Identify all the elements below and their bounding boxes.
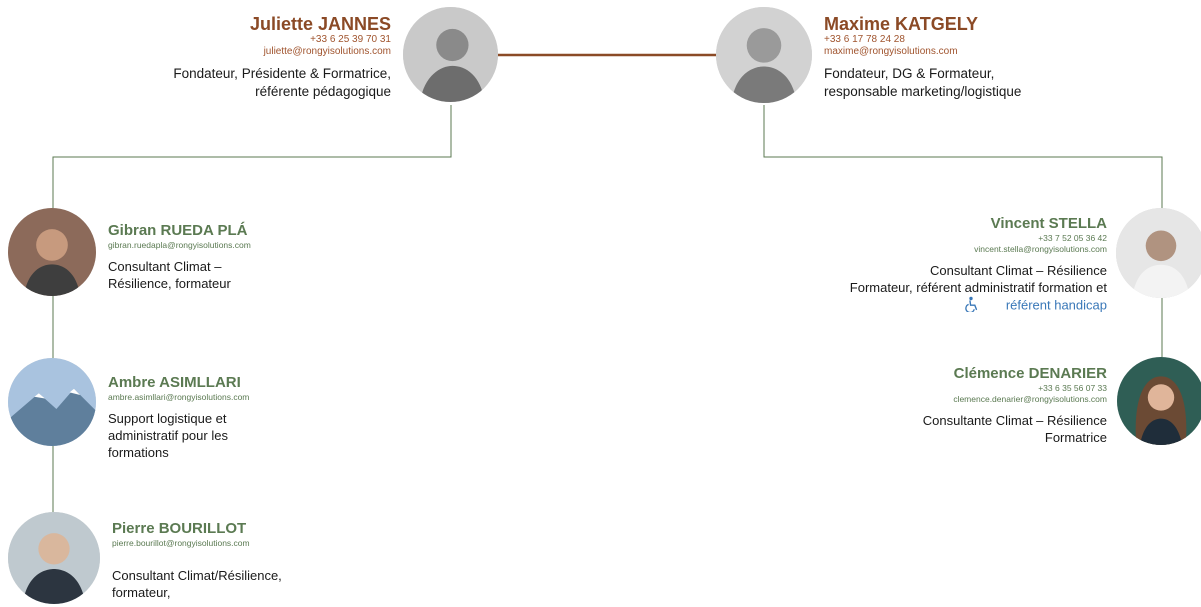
team-role: Consultant Climat – Résilience Formateur… (850, 262, 1107, 316)
team-email[interactable]: clemence.denarier@rongyisolutions.com (953, 394, 1107, 404)
handicap-role-text: référent handicap (1005, 297, 1107, 313)
founder-phone: +33 6 25 39 70 31 (310, 34, 391, 45)
founder-role: Fondateur, Présidente & Formatrice, réfé… (173, 66, 391, 99)
team-role: Consultant Climat – Résilience, formateu… (108, 259, 231, 291)
avatar-vincent (1116, 208, 1201, 298)
avatar-clemence (1117, 357, 1201, 445)
avatar-maxime (716, 7, 812, 103)
avatar-gibran (8, 208, 96, 296)
team-card-clemence: Clémence DENARIER +33 6 35 56 07 33 clem… (923, 365, 1107, 446)
team-role: Consultante Climat – Résilience Formatri… (922, 413, 1107, 445)
team-phone: +33 6 35 56 07 33 (1038, 383, 1107, 393)
wheelchair-icon (964, 296, 980, 316)
team-card-gibran: Gibran RUEDA PLÁ gibran.ruedapla@rongyis… (108, 222, 251, 292)
team-name: Ambre ASIMLLARI (108, 374, 241, 391)
team-email[interactable]: ambre.asimllari@rongyisolutions.com (108, 392, 250, 402)
founder-name: Juliette JANNES (249, 14, 391, 34)
team-email[interactable]: pierre.bourillot@rongyisolutions.com (112, 538, 250, 548)
founder-phone: +33 6 17 78 24 28 (824, 34, 905, 45)
founder-email[interactable]: juliette@rongyisolutions.com (263, 46, 391, 57)
team-phone: +33 7 52 05 36 42 (1038, 233, 1107, 243)
avatar-pierre (8, 512, 100, 604)
team-card-ambre: Ambre ASIMLLARI ambre.asimllari@rongyiso… (108, 374, 249, 461)
founder-card-juliette: Juliette JANNES +33 6 25 39 70 31 juliet… (173, 14, 391, 101)
avatar-ambre (8, 358, 96, 446)
team-name: Pierre BOURILLOT (112, 520, 247, 537)
team-role: Support logistique et administratif pour… (108, 411, 228, 460)
team-name: Vincent STELLA (990, 215, 1107, 232)
team-card-vincent: Vincent STELLA +33 7 52 05 36 42 vincent… (850, 215, 1107, 316)
avatar-juliette (403, 7, 498, 102)
team-name: Gibran RUEDA PLÁ (108, 222, 248, 239)
founder-email[interactable]: maxime@rongyisolutions.com (824, 46, 958, 57)
team-card-pierre: Pierre BOURILLOT pierre.bourillot@rongyi… (112, 520, 282, 601)
team-role: Consultant Climat/Résilience, formateur, (112, 568, 282, 600)
team-email[interactable]: vincent.stella@rongyisolutions.com (974, 244, 1107, 254)
founder-name: Maxime KATGELY (824, 14, 979, 34)
team-email[interactable]: gibran.ruedapla@rongyisolutions.com (108, 240, 251, 250)
left-branch-line (52, 105, 452, 535)
team-name: Clémence DENARIER (953, 365, 1107, 382)
founder-role: Fondateur, DG & Formateur, responsable m… (824, 66, 1022, 99)
founder-card-maxime: Maxime KATGELY +33 6 17 78 24 28 maxime@… (824, 14, 1021, 101)
